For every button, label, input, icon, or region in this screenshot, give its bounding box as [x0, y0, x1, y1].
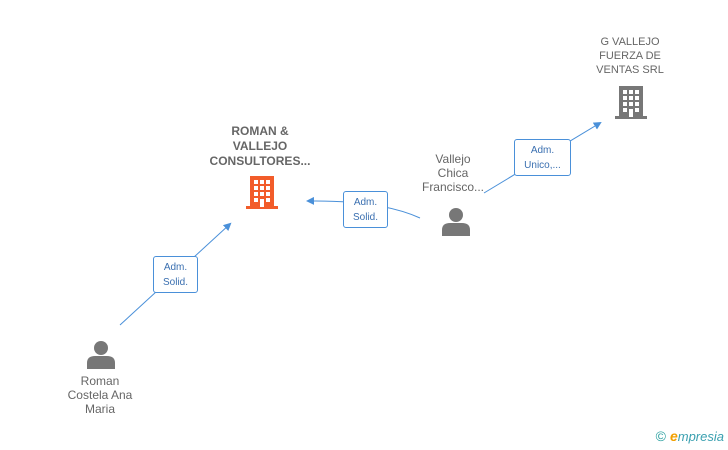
label-line: VENTAS SRL — [596, 64, 664, 76]
edge-label-line: Adm. — [353, 197, 378, 208]
edge-label-chica-roman[interactable]: Adm. Solid. — [343, 191, 388, 228]
edge-label-line: Adm. — [163, 262, 188, 273]
label-line: FUERZA DE — [599, 50, 661, 62]
copyright-symbol: © — [655, 428, 666, 444]
label-line: CONSULTORES... — [209, 154, 311, 168]
label-line: ROMAN & — [231, 124, 289, 138]
label-line: Francisco... — [421, 180, 484, 194]
edge-label-line: Solid. — [162, 277, 188, 288]
edge-label-line: Unico,... — [524, 160, 561, 171]
company-g-vallejo-label[interactable]: G VALLEJO FUERZA DE VENTAS SRL — [575, 35, 685, 77]
empresia-watermark: © empresia — [656, 428, 724, 444]
label-line: Maria — [84, 402, 115, 416]
building-icon[interactable] — [615, 84, 647, 120]
label-line: Roman — [80, 374, 120, 388]
person-icon[interactable] — [86, 339, 116, 369]
logo-text: mpresia — [677, 429, 724, 444]
edge-label-line: Adm. — [530, 145, 555, 156]
person-vallejo-chica-label[interactable]: Vallejo Chica Francisco... — [408, 152, 498, 194]
person-icon[interactable] — [441, 206, 471, 236]
empresia-logo[interactable]: empresia — [670, 428, 724, 444]
edge-label-costela-roman[interactable]: Adm. Solid. — [153, 256, 198, 293]
label-line: G VALLEJO — [600, 36, 660, 48]
company-roman-vallejo-label[interactable]: ROMAN & VALLEJO CONSULTORES... — [200, 124, 320, 169]
person-roman-costela-label[interactable]: Roman Costela Ana Maria — [50, 374, 150, 416]
edge-label-line: Solid. — [352, 212, 378, 223]
edge-label-chica-gvallejo[interactable]: Adm. Unico,... — [514, 139, 571, 176]
label-line: Costela Ana — [67, 388, 133, 402]
logo-letter: e — [669, 428, 678, 444]
building-icon[interactable] — [246, 174, 278, 210]
label-line: VALLEJO — [232, 139, 288, 153]
label-line: Vallejo — [435, 152, 471, 166]
label-line: Chica — [437, 166, 469, 180]
